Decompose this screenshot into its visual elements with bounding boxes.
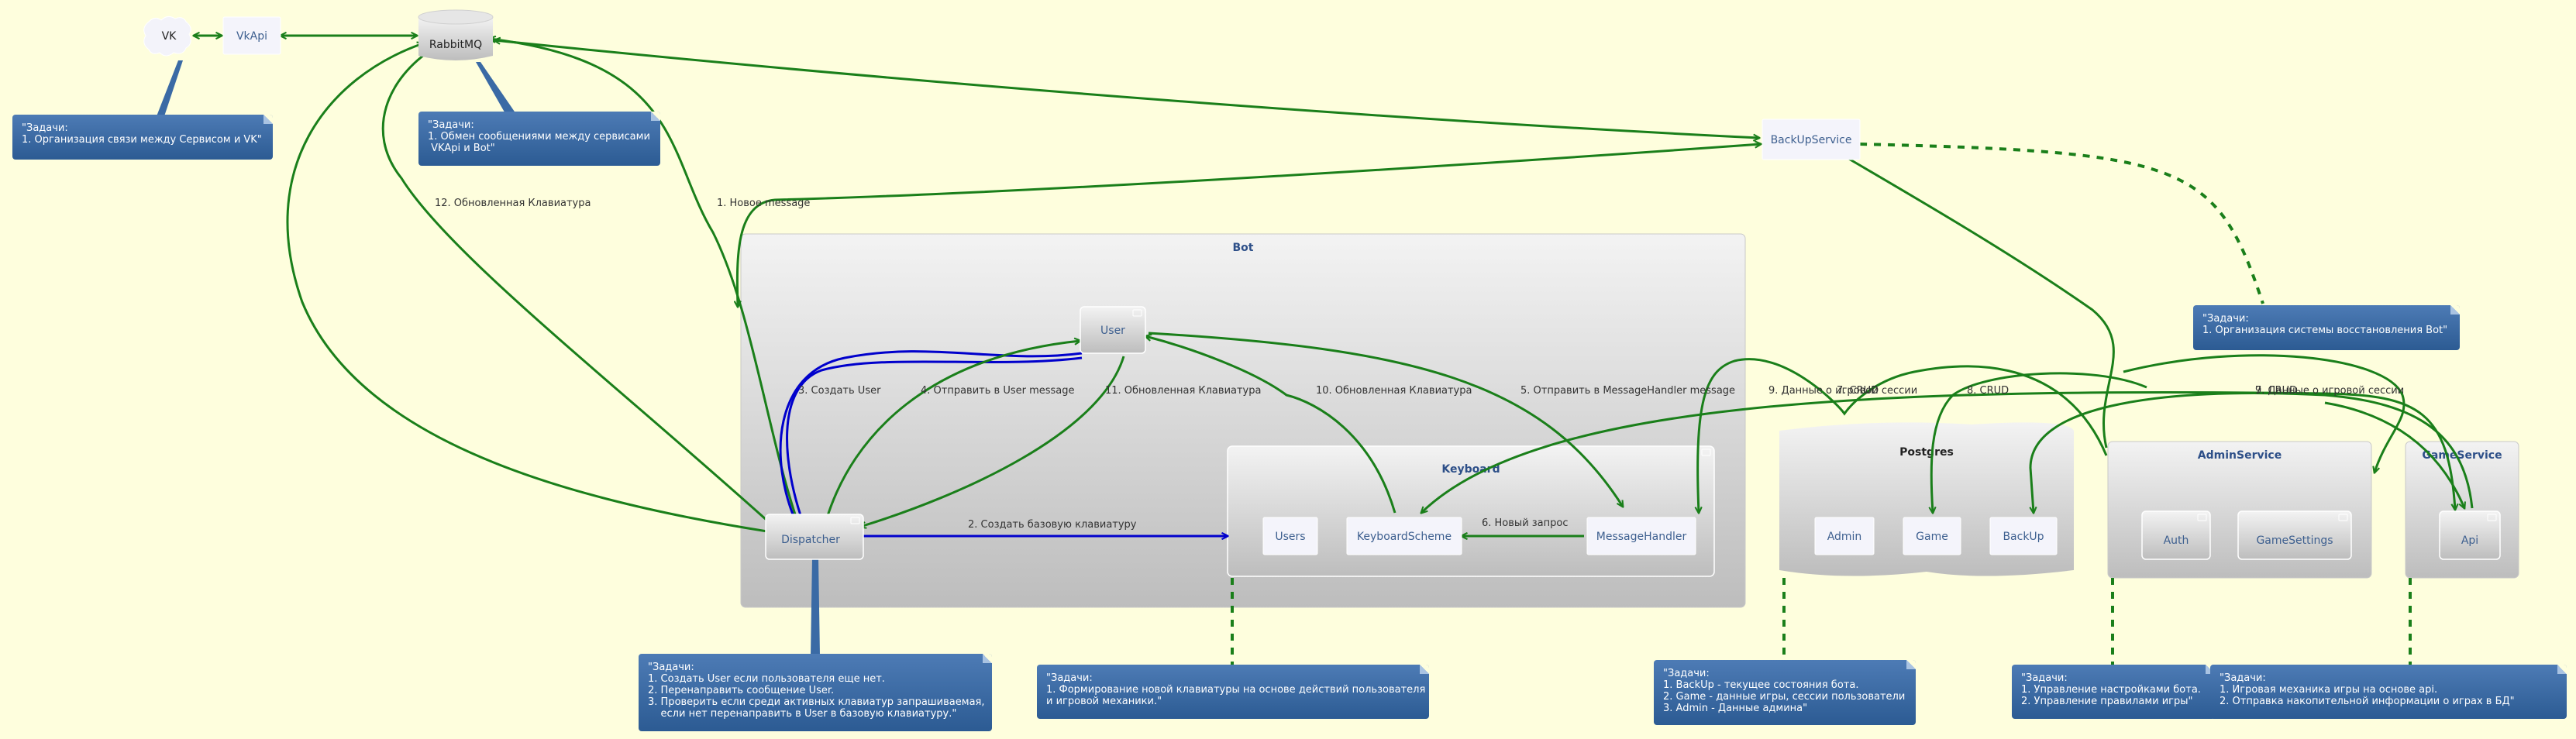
node-keyboard-scheme[interactable]: KeyboardScheme [1346,517,1462,555]
admin-label: Admin [1827,531,1862,543]
component-icon [1701,449,1711,456]
node-vk[interactable]: VK [143,15,191,57]
message-handler-label: MessageHandler [1596,531,1687,543]
node-api[interactable]: Api [2439,510,2501,560]
component-icon [2487,514,2497,521]
label-new-request: 6. Новый запрос [1482,517,1569,529]
keyboard-scheme-label: KeyboardScheme [1357,531,1452,543]
node-user[interactable]: User [1080,306,1146,354]
postgres-note: "Задачи: 1. BackUp - текущее состояния б… [1654,660,1916,725]
dashed-connectors [1231,143,2412,668]
component-icon [2338,514,2348,521]
keyboard-container: Keyboard [1227,445,1715,577]
vkapi-label: VkApi [236,30,267,43]
label-game-session: 9. Данные о игровой сессии [2255,385,2404,397]
node-auth[interactable]: Auth [2141,510,2211,560]
vk-label: VK [162,30,177,43]
label-crud-c: 7. CRUD [2255,385,2297,397]
node-vkapi[interactable]: VkApi [222,16,281,55]
edge-create-user-b [786,356,1083,522]
edge-labels: 1. Новое message 12. Обновленная Клавиат… [435,198,2404,531]
component-icon [850,517,860,524]
label-updated-keyboard-10: 10. Обновленная Клавиатура [1316,385,1472,397]
edge-updated-keyboard-12 [381,48,784,536]
edge-game-api-loop [2324,401,2464,508]
api-label: Api [2461,534,2478,547]
auth-label: Auth [2164,534,2189,547]
backup-note: "Задачи: 1. Организация системы восстано… [2193,305,2460,350]
keyboard-note: "Задачи: 1. Формирование новой клавиатур… [1037,665,1429,719]
edge-dispatcher-rabbitmq [286,43,768,533]
node-rabbitmq[interactable]: RabbitMQ [418,9,494,60]
label-crud-a: 7. CRUD [1837,385,1879,397]
node-message-handler[interactable]: MessageHandler [1586,517,1696,555]
edge-rabbitmq-backup [494,40,1759,138]
label-send-to-handler: 5. Отправить в MessageHandler message [1520,385,1735,397]
rabbitmq-label: RabbitMQ [429,39,482,51]
game-label: Game [1916,531,1948,543]
edge-updated-keyboard-10 [1145,336,1396,514]
label-updated-keyboard-12: 12. Обновленная Клавиатура [435,198,591,209]
component-icon [1132,309,1142,317]
vk-note: "Задачи: 1. Организация связи между Серв… [12,115,273,160]
user-label: User [1100,325,1125,337]
node-dispatcher[interactable]: Dispatcher [765,514,864,560]
edge-send-to-handler [1148,332,1623,507]
vk-note-connector [157,60,183,116]
edge-data-from-session [1421,390,2455,513]
bot-title: Bot [1233,242,1254,254]
node-backup-service[interactable]: BackUpService [1762,119,1861,160]
backup-note-connector [1859,143,2264,304]
game-service-note: "Задачи: 1. Игровая механика игры на осн… [2210,665,2567,719]
edge-new-message [490,39,798,524]
node-game-settings[interactable]: GameSettings [2237,510,2352,560]
keyboard-title: Keyboard [1441,463,1500,476]
dispatcher-note-connector [811,558,820,655]
edge-send-to-user [825,341,1080,521]
backup-service-label: BackUpService [1771,134,1852,146]
node-admin[interactable]: Admin [1814,517,1875,555]
label-data-from-session: 9. Данные о игровой сессии [1768,385,1917,397]
admin-service-title: AdminService [2198,449,2282,462]
label-new-message: 1. Новое message [717,198,810,209]
edges [194,36,2474,536]
postgres-title: Postgres [1899,446,1954,459]
label-create-base-keyboard: 2. Создать базовую клавиатуру [968,519,1137,531]
game-service-title: GameService [2422,449,2502,462]
label-create-user: 3. Создать User [798,385,881,397]
label-updated-keyboard-11: 11. Обновленная Клавиатура [1105,385,1261,397]
rabbit-note: "Задачи: 1. Обмен сообщениями между серв… [418,112,660,166]
rabbit-note-connector [476,62,518,116]
label-send-to-user: 4. Отправить в User message [921,385,1075,397]
edge-admin-backup [1829,147,2115,449]
node-backup[interactable]: BackUp [1989,517,2058,555]
edge-crud-a [1931,372,2147,513]
edge-crud-admin [1698,358,2108,513]
node-users[interactable]: Users [1262,517,1318,555]
users-label: Users [1275,531,1305,543]
edge-crud-game [2030,392,2474,513]
backup-label: BackUp [2003,531,2044,543]
edge-crud-b [2123,354,2406,473]
admin-service-note: "Задачи: 1. Управление настройками бота.… [2012,665,2215,719]
dispatcher-label: Dispatcher [781,534,840,546]
edge-updated-keyboard-11 [860,356,1125,527]
game-settings-label: GameSettings [2256,534,2333,547]
component-icon [2197,514,2207,521]
label-crud-b: 8. CRUD [1967,385,2009,397]
dispatcher-note: "Задачи: 1. Создать User если пользовате… [639,654,992,731]
node-game[interactable]: Game [1903,517,1961,555]
